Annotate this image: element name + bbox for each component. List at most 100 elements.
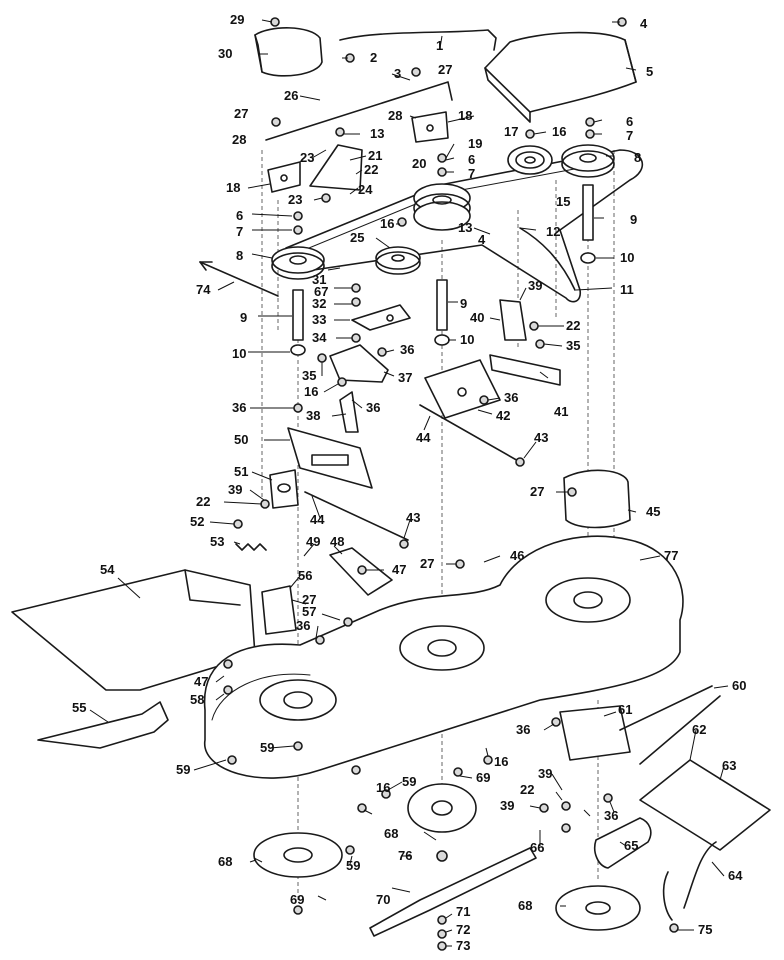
callout-43: 43	[406, 510, 420, 525]
anti-scalp-wheel-right	[555, 885, 641, 931]
pulley-idler-17	[507, 145, 553, 175]
callout-22: 22	[566, 318, 580, 333]
pulley-left	[271, 246, 325, 280]
callout-69: 69	[476, 770, 490, 785]
callout-9: 9	[460, 296, 467, 311]
callout-16: 16	[304, 384, 318, 399]
callout-30: 30	[218, 46, 232, 61]
callout-59: 59	[402, 774, 416, 789]
deck-housing-77	[203, 535, 684, 779]
callout-68: 68	[518, 898, 532, 913]
spindle-center	[434, 279, 450, 346]
callout-6: 6	[626, 114, 633, 129]
belt-guard-right	[484, 31, 637, 123]
callout-67: 67	[314, 284, 328, 299]
callout-39: 39	[528, 278, 542, 293]
callout-13: 13	[370, 126, 384, 141]
callout-48: 48	[330, 534, 344, 549]
callout-4: 4	[478, 232, 486, 247]
callout-39: 39	[500, 798, 514, 813]
callout-labels: 1 2 3 4 4 5 6 6 6 7 7 7 8 8 9 9 9 10 10 …	[72, 12, 746, 953]
callout-3: 3	[394, 66, 401, 81]
rod-64	[662, 841, 717, 921]
callout-27: 27	[234, 106, 248, 121]
callout-56: 56	[298, 568, 312, 583]
idler-arm-33	[351, 304, 411, 331]
callout-42: 42	[496, 408, 510, 423]
anti-scalp-wheel-left	[253, 832, 343, 878]
callout-22: 22	[196, 494, 210, 509]
callout-55: 55	[72, 700, 86, 715]
callout-20: 20	[412, 156, 426, 171]
hitch-bracket-61	[559, 705, 631, 761]
spindle-right	[580, 184, 596, 264]
callout-74: 74	[196, 282, 211, 297]
callout-24: 24	[358, 182, 373, 197]
callout-27: 27	[420, 556, 434, 571]
chute-bracket-50	[287, 427, 373, 489]
callout-25: 25	[350, 230, 364, 245]
drive-belt-link-rod	[339, 29, 497, 51]
bracket-37	[329, 344, 389, 383]
callout-7: 7	[468, 166, 475, 181]
idler-bracket-left	[267, 161, 301, 193]
callout-7: 7	[626, 128, 633, 143]
callout-54: 54	[100, 562, 115, 577]
callout-38: 38	[306, 408, 320, 423]
spindle-left	[290, 289, 306, 356]
callout-58: 58	[190, 692, 204, 707]
callout-9: 9	[630, 212, 637, 227]
callout-47: 47	[194, 674, 208, 689]
callout-8: 8	[236, 248, 243, 263]
callout-36: 36	[516, 722, 530, 737]
anti-scalp-wheel-center	[407, 783, 477, 833]
callout-23: 23	[300, 150, 314, 165]
pulley-idler-25	[375, 246, 421, 275]
idler-rod	[265, 81, 453, 141]
callout-18: 18	[226, 180, 240, 195]
callout-36: 36	[366, 400, 380, 415]
callout-6: 6	[236, 208, 243, 223]
rod-44-lower	[304, 491, 409, 541]
callout-36: 36	[400, 342, 414, 357]
front-bracket-45	[563, 469, 631, 529]
callout-50: 50	[234, 432, 248, 447]
pulley-right	[561, 144, 615, 178]
rod-74	[199, 261, 279, 297]
idler-arm-plate	[309, 144, 363, 191]
callout-31: 31	[312, 272, 326, 287]
callout-6: 6	[468, 152, 475, 167]
callout-41: 41	[554, 404, 568, 419]
callout-32: 32	[312, 296, 326, 311]
plate-62-63	[639, 759, 771, 851]
callout-2: 2	[370, 50, 377, 65]
callout-70: 70	[376, 892, 390, 907]
callout-36: 36	[296, 618, 310, 633]
callout-28: 28	[388, 108, 402, 123]
callout-53: 53	[210, 534, 224, 549]
bracket-38	[339, 391, 359, 433]
callout-59: 59	[260, 740, 274, 755]
callout-21: 21	[368, 148, 382, 163]
pivot-bracket-51	[269, 469, 299, 509]
callout-62: 62	[692, 722, 706, 737]
callout-23: 23	[288, 192, 302, 207]
callout-26: 26	[284, 88, 298, 103]
callout-68: 68	[384, 826, 398, 841]
callout-35: 35	[302, 368, 316, 383]
callout-59: 59	[176, 762, 190, 777]
callout-49: 49	[306, 534, 320, 549]
callout-27: 27	[438, 62, 452, 77]
callout-27: 27	[302, 592, 316, 607]
callout-65: 65	[624, 838, 638, 853]
roller-rods-60	[619, 685, 721, 765]
callout-34: 34	[312, 330, 327, 345]
callout-43: 43	[534, 430, 548, 445]
callout-61: 61	[618, 702, 632, 717]
callout-8: 8	[634, 150, 641, 165]
callout-45: 45	[646, 504, 660, 519]
callout-59: 59	[346, 858, 360, 873]
callout-66: 66	[530, 840, 544, 855]
belt-guard-left	[254, 27, 323, 77]
